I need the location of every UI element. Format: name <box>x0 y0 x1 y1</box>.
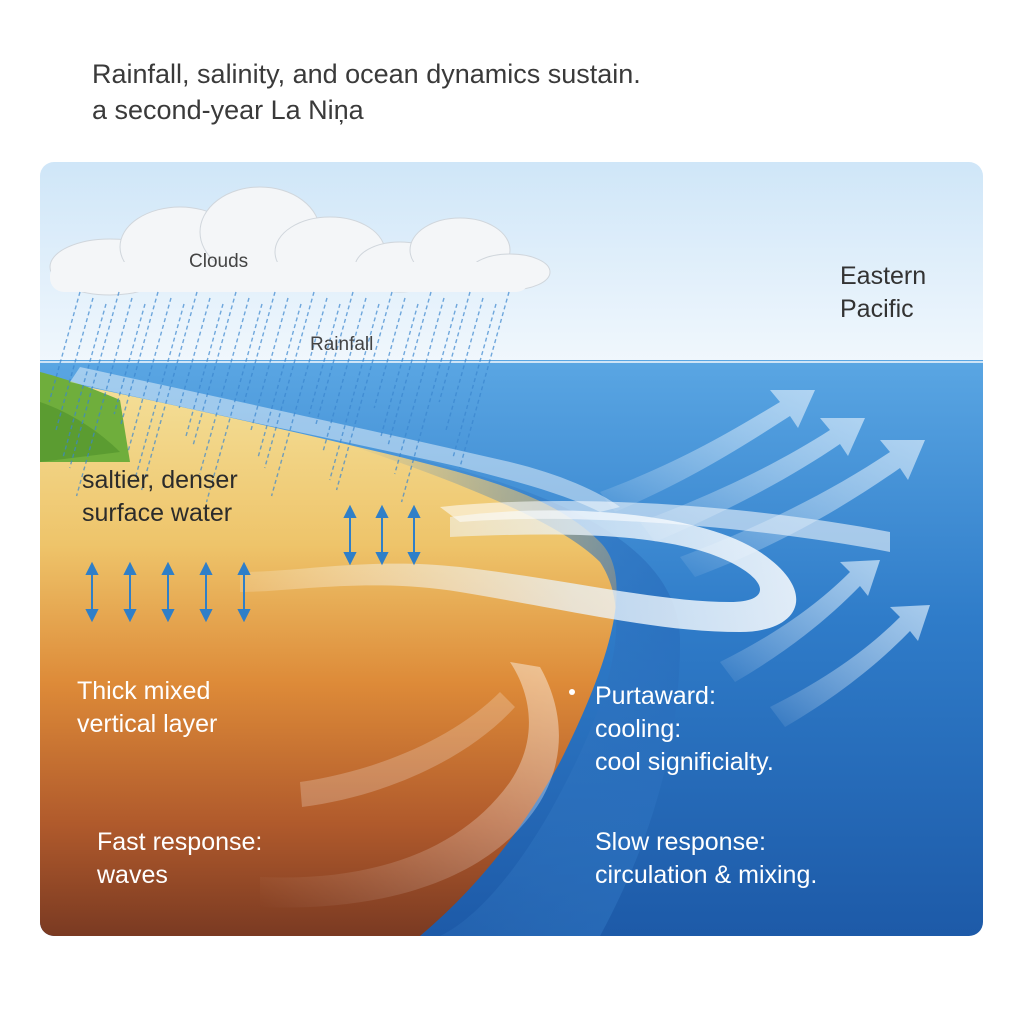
rain-streak <box>400 303 458 503</box>
rain-streak <box>140 291 198 491</box>
purt-line-1: Purtaward: <box>595 682 716 710</box>
slow-line-2: circulation & mixing. <box>595 861 818 889</box>
thick-line-1: Thick mixed <box>77 677 211 705</box>
surface-sheen <box>70 367 620 512</box>
rain-streak <box>48 291 81 403</box>
rain-streak <box>113 303 146 415</box>
eastern-pacific-label: Eastern Pacific <box>840 260 926 326</box>
fast-line-2: waves <box>97 861 168 889</box>
rain-streak <box>459 291 510 469</box>
eastern-pacific-line-1: Eastern <box>840 262 927 290</box>
mixing-arrow <box>375 504 389 566</box>
vertical-mixing-arrows <box>85 504 421 623</box>
mixing-arrow <box>199 561 213 623</box>
rain-streak <box>264 291 315 469</box>
saltier-line-1: saltier, denser <box>82 466 238 494</box>
rain-streak <box>322 297 367 453</box>
rain-streak <box>438 291 471 403</box>
title-line-2: a second-year La Niņa <box>92 95 364 125</box>
rain-streak <box>62 303 107 459</box>
rain-streak <box>134 303 185 481</box>
fast-response-label: Fast response: waves <box>97 826 262 892</box>
warm-cool-blend <box>340 442 680 936</box>
rain-streak <box>243 291 276 403</box>
rain-streak <box>315 291 354 425</box>
slow-response-label: Slow response: circulation & mixing. <box>595 826 817 892</box>
thick-mixed-layer-label: Thick mixed vertical layer <box>77 675 217 741</box>
rain-streak <box>335 291 393 491</box>
rainfall-streaks <box>48 291 510 503</box>
mixing-arrow <box>161 561 175 623</box>
ocean-cross-section-panel: Clouds Rainfall Eastern Pacific saltier,… <box>40 162 983 936</box>
surface-current-sheen <box>440 501 890 552</box>
rain-streak <box>445 297 484 431</box>
rain-clouds <box>49 186 551 296</box>
clouds-label: Clouds <box>189 251 249 272</box>
mixing-arrow <box>85 561 99 623</box>
eastern-pacific-line-2: Pacific <box>840 295 914 323</box>
rain-streak <box>329 303 380 481</box>
rain-streak <box>120 291 159 425</box>
rain-streak <box>75 297 133 497</box>
rain-streak <box>387 291 432 447</box>
rain-streak <box>69 291 120 469</box>
rain-streak <box>380 303 419 437</box>
purt-line-2: cooling: <box>595 715 682 743</box>
rain-streak <box>192 291 237 447</box>
rain-streak <box>394 297 445 475</box>
rain-streak <box>55 297 94 431</box>
fast-line-1: Fast response: <box>97 828 263 856</box>
rain-streak <box>308 303 341 415</box>
rain-streak <box>185 303 224 437</box>
thick-line-2: vertical layer <box>77 710 218 738</box>
mixing-arrow <box>123 561 137 623</box>
mixing-arrow <box>237 561 251 623</box>
purt-line-3: cool significialty. <box>595 748 774 776</box>
rain-streak <box>257 303 302 459</box>
rain-streak <box>199 297 250 475</box>
mixing-arrow <box>343 504 357 566</box>
ocean-diagram-graphic <box>40 162 983 936</box>
bullet-dot <box>569 689 575 695</box>
diagram-title: Rainfall, salinity, and ocean dynamics s… <box>92 56 852 128</box>
rain-streak <box>250 297 289 431</box>
mixing-arrow <box>407 504 421 566</box>
rainfall-label: Rainfall <box>310 334 374 355</box>
rain-streak <box>270 297 328 497</box>
deep-return-arrow <box>260 662 559 908</box>
eastward-flow-arrows <box>600 390 930 727</box>
purtaward-cooling-label: Purtaward: cooling: cool significialty. <box>595 680 774 779</box>
saltier-water-label: saltier, denser surface water <box>82 464 238 530</box>
rain-streak <box>178 297 211 409</box>
rain-streak <box>452 303 497 459</box>
saltier-line-2: surface water <box>82 499 233 527</box>
rain-streak <box>127 297 172 453</box>
rain-streak <box>373 297 406 409</box>
rain-streak <box>205 303 263 503</box>
title-line-1: Rainfall, salinity, and ocean dynamics s… <box>92 59 641 89</box>
slow-line-1: Slow response: <box>595 828 766 856</box>
